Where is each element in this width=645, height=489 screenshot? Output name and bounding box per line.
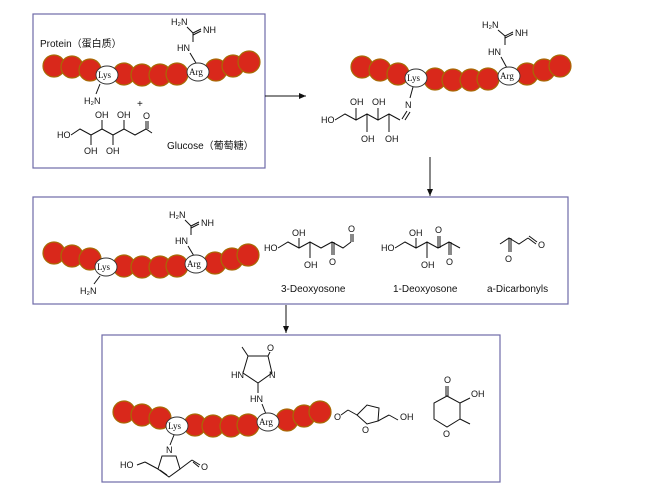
glucose-label: Glucose（葡萄糖） [167,139,254,152]
svg-text:HN: HN [177,43,190,53]
arg-residue [256,412,280,432]
3-deoxyosone-structure: HO OH OH O O [264,224,355,270]
lys-residue [165,416,189,436]
svg-text:OH: OH [292,228,306,238]
arg-guanidino-group-2: H₂N NH HN [482,20,528,69]
compound-label-dicarbonyls: a-Dicarbonyls [487,284,548,295]
arg-residue [184,254,208,274]
arg-guanidino-group-3: H₂N NH HN [169,210,214,257]
plus-sign: + [137,99,143,110]
svg-text:OH: OH [471,389,485,399]
panel-protein-glucose [32,13,266,169]
schiff-base-structure: N HO OH OH OH OH [321,86,414,144]
svg-text:O: O [435,225,442,235]
svg-text:OH: OH [385,134,399,144]
svg-text:Arg: Arg [259,417,273,427]
svg-text:N: N [166,445,173,455]
svg-text:HO: HO [381,243,395,253]
protein-chain-1: Lys Arg [42,50,261,87]
svg-text:O: O [267,343,274,353]
svg-text:OH: OH [106,146,120,156]
svg-text:N: N [405,100,412,110]
svg-text:H₂N: H₂N [169,210,186,220]
svg-text:O: O [143,111,150,121]
lys-amine: H₂N [84,96,101,106]
svg-text:HN: HN [488,47,501,57]
svg-text:HO: HO [120,460,134,470]
arg-residue [186,62,210,82]
lys-residue [404,68,428,88]
svg-text:OH: OH [361,134,375,144]
protein-chain-4: Lys Arg [112,400,332,438]
svg-text:H₂N: H₂N [482,20,499,30]
protein-chain-2: Lys Arg [350,54,572,92]
svg-text:O: O [362,425,369,435]
panel-intermediates [32,196,569,305]
svg-text:Lys: Lys [97,262,111,272]
svg-text:Lys: Lys [98,70,112,80]
svg-text:O: O [505,254,512,264]
svg-text:OH: OH [84,146,98,156]
dicarbonyl-structure: O O [499,235,545,264]
hmf-structure: O O OH [334,404,414,435]
svg-text:HN: HN [175,236,188,246]
svg-text:O: O [446,257,453,267]
imidazolone-structure: O HN N HN [231,343,276,415]
svg-text:OH: OH [304,260,318,270]
svg-text:O: O [538,240,545,250]
svg-text:Arg: Arg [500,71,514,81]
pyrraline-structure: N HO O [120,434,208,478]
1-deoxyosone-structure: HO OH OH O O [381,225,461,270]
svg-text:NH: NH [515,28,528,38]
arg-guanidino-group-1: H₂N NH HN [171,17,216,64]
svg-text:Lys: Lys [407,73,421,83]
lys-residue [95,65,119,85]
protein-chain-3: Lys Arg [42,241,260,279]
svg-text:HO: HO [321,115,335,125]
svg-text:OH: OH [409,228,423,238]
svg-text:O: O [334,412,341,422]
maltol-structure: O OH O [433,375,485,439]
svg-text:OH: OH [400,412,414,422]
svg-text:Arg: Arg [187,259,201,269]
lys-residue [94,257,118,277]
svg-text:Lys: Lys [168,421,182,431]
svg-text:OH: OH [421,260,435,270]
svg-text:HO: HO [57,130,71,140]
svg-text:O: O [443,429,450,439]
svg-text:O: O [329,257,336,267]
svg-text:Arg: Arg [189,67,203,77]
svg-text:N: N [269,370,276,380]
compound-label-3-deoxyosone: 3-Deoxyosone [281,284,346,295]
svg-text:OH: OH [372,97,386,107]
svg-text:OH: OH [350,97,364,107]
protein-label: Protein（蛋白质） [40,37,122,50]
svg-text:HN: HN [250,394,263,404]
svg-text:O: O [348,224,355,234]
lys-amine: H₂N [80,286,97,296]
svg-text:O: O [444,375,451,385]
svg-text:H₂N: H₂N [171,17,188,27]
compound-label-1-deoxyosone: 1-Deoxyosone [393,284,458,295]
glucose-structure: HO O OH OH OH OH [57,110,153,156]
svg-text:OH: OH [95,110,109,120]
arg-residue [497,66,521,86]
svg-text:NH: NH [201,218,214,228]
svg-text:HN: HN [231,370,244,380]
svg-text:HO: HO [264,243,278,253]
svg-text:O: O [201,462,208,472]
svg-text:OH: OH [117,110,131,120]
svg-text:NH: NH [203,25,216,35]
